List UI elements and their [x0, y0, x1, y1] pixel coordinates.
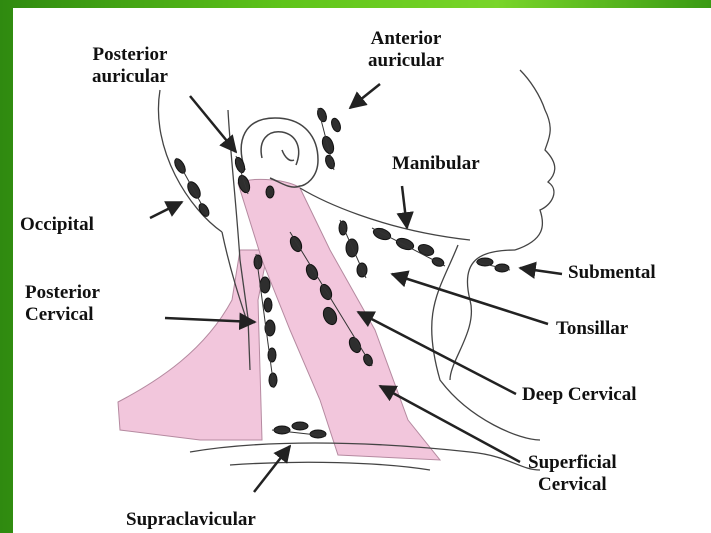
label-posterior-auricular-line2: auricular [92, 66, 168, 88]
label-tonsillar: Tonsillar [556, 318, 628, 340]
label-anterior-auricular: Anterior auricular [368, 28, 444, 72]
trapezius-muscle [118, 250, 268, 440]
label-posterior-cervical: Posterior Cervical [25, 282, 100, 326]
label-superficial-cervical-line2: Cervical [528, 474, 617, 496]
label-submental: Submental [568, 262, 656, 284]
label-superficial-cervical-line1: Superficial [528, 452, 617, 474]
label-posterior-cervical-line1: Posterior [25, 282, 100, 304]
label-superficial-cervical: Superficial Cervical [528, 452, 617, 496]
ear [241, 118, 318, 187]
label-posterior-auricular: Posterior auricular [92, 44, 168, 88]
label-occipital: Occipital [20, 214, 94, 236]
label-manibular: Manibular [392, 153, 480, 175]
label-posterior-auricular-line1: Posterior [92, 44, 168, 66]
sternocleidomastoid-muscle [238, 179, 440, 460]
label-anterior-auricular-line2: auricular [368, 50, 444, 72]
label-deep-cervical: Deep Cervical [522, 384, 636, 406]
label-supraclavicular: Supraclavicular [126, 509, 256, 531]
label-anterior-auricular-line1: Anterior [368, 28, 444, 50]
label-posterior-cervical-line2: Cervical [25, 304, 100, 326]
